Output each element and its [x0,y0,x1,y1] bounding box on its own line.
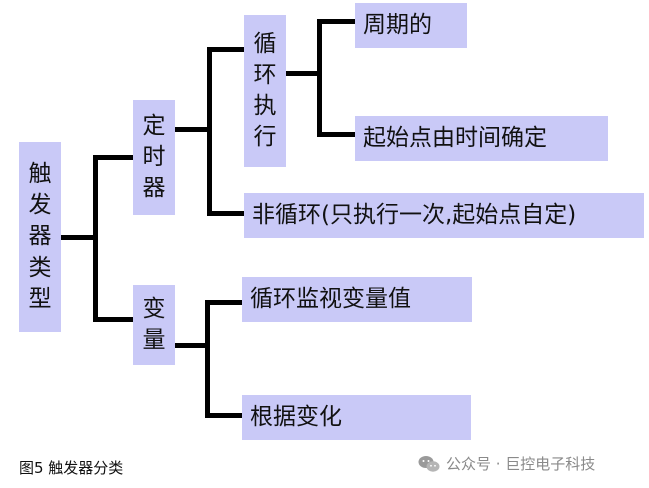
timer-node-char: 器 [142,175,166,202]
cyclic-node-char: 环 [253,61,277,88]
connector-variable-out [175,343,210,348]
leaf-monitor: 循环监视变量值 [242,277,472,322]
root-node-char: 型 [28,285,52,312]
leaf-by-change-label: 根据变化 [250,403,342,430]
connector-to-non-cyclic [207,211,244,216]
root-node-trigger-type: 触 发 器 类 型 [19,142,61,332]
figure-caption: 图5 触发器分类 [19,459,124,477]
wechat-icon [418,455,440,473]
timer-node-char: 定 [142,112,166,139]
cyclic-node-char: 循 [253,30,277,57]
root-node-char: 类 [28,254,52,281]
leaf-periodic: 周期的 [355,3,467,48]
cyclic-node-char: 执 [253,93,277,119]
connector-to-periodic [317,19,355,24]
root-node-char: 触 [28,161,52,188]
connector-to-variable [93,317,133,322]
leaf-periodic-label: 周期的 [363,11,432,38]
connector-to-by-change [205,413,242,418]
watermark: 公众号 · 巨控电子科技 [418,453,595,474]
root-node-char: 发 [28,192,52,219]
watermark-text: 公众号 · 巨控电子科技 [446,455,596,473]
connector-root-out [61,235,97,240]
connector-timer-vertical [207,47,212,216]
connector-to-start-time [317,132,355,137]
leaf-non-cyclic-label: 非循环(只执行一次,起始点自定) [252,201,577,228]
connector-timer-out [175,127,212,132]
connector-cyclic-out [286,71,322,76]
timer-node: 定 时 器 [133,100,175,215]
variable-node-char: 变 [142,295,166,322]
connector-to-monitor [205,300,242,305]
root-node-char: 器 [28,223,52,250]
cyclic-node-char: 行 [253,124,277,151]
leaf-non-cyclic: 非循环(只执行一次,起始点自定) [244,193,644,238]
connector-to-timer [93,155,133,160]
connector-root-vertical [93,155,98,322]
leaf-start-time: 起始点由时间确定 [355,116,608,161]
cyclic-node: 循 环 执 行 [244,15,286,167]
leaf-start-time-label: 起始点由时间确定 [363,124,547,151]
variable-node-char: 量 [142,327,166,353]
variable-node: 变 量 [133,285,175,365]
connector-to-cyclic [207,47,244,52]
leaf-by-change: 根据变化 [242,395,471,440]
connector-cyclic-vertical [317,19,322,137]
timer-node-char: 时 [142,143,166,170]
leaf-monitor-label: 循环监视变量值 [250,285,411,312]
connector-variable-vertical [205,300,210,418]
